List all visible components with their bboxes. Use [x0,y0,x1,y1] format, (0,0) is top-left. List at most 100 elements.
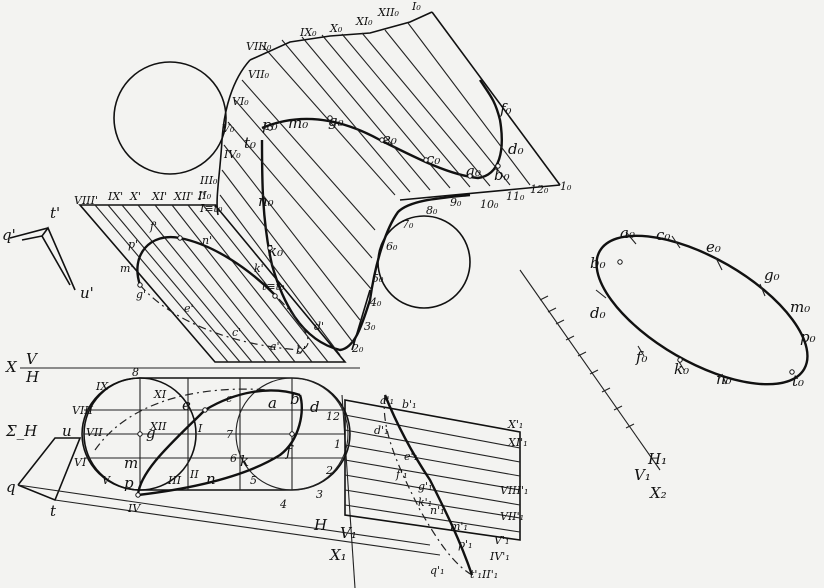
label-ell-f0: f₀ [635,348,648,366]
label-c: c [226,392,232,405]
label-2: 2 [325,464,333,477]
label-8: 8 [132,366,139,379]
label-3: 3 [316,488,323,501]
label-a: a [268,394,277,412]
label-v0: V₀ [222,122,235,135]
label-n-prime: n' [202,234,212,247]
front-view [9,204,347,363]
label-f: f [285,442,294,460]
label-iii: III [167,474,182,487]
label-n1-prime: n'₁ [430,504,445,517]
label-b: b [290,390,300,408]
label-x-prime: X' [129,190,141,203]
label-axis-h: H [25,368,40,386]
label-ell-k0: k₀ [674,360,689,378]
label-10-0: 10₀ [480,198,499,211]
label-t: t [50,502,57,520]
label-t1-prime: t'₁ [470,568,482,581]
label-iv1-roman: IV'₁ [489,550,510,563]
label-12-0: 12₀ [530,183,549,196]
label-t-prime: t' [50,204,60,222]
label-d1-prime: d'₁ [374,424,388,437]
label-q: q [6,478,16,496]
label-iv: IV [127,502,141,515]
label-3-0: 3₀ [364,320,376,333]
labels: VIII₀ IX₀ X₀ XI₀ XII₀ I₀ VII₀ VI₀ V₀ IV₀… [2,0,816,581]
label-9-0: 9₀ [450,196,462,209]
label-p: p [124,474,134,492]
label-p1-prime: p'₁ [458,538,472,551]
label-axis-v: V [26,350,39,368]
label-xi0: XI₀ [355,15,373,28]
label-u: u [62,422,72,440]
label-g1-prime: g'₁ [418,480,432,493]
label-q1-prime: q'₁ [430,564,444,577]
label-q-prime: q' [2,226,16,244]
label-g: g [146,424,156,442]
label-axis-x1: X₁ [329,546,347,564]
label-ell-n0: n₀ [716,370,732,388]
label-b1-prime: b'₁ [402,398,416,411]
label-m0: m₀ [288,114,308,132]
label-iii0: III₀ [199,174,218,187]
label-viii: VIII [72,404,94,417]
label-ii1-roman: II'₁ [481,568,498,581]
label-u-prime: u' [80,284,94,302]
label-ii: II [189,468,199,481]
label-k1-prime: k'₁ [418,496,432,509]
label-b0: b₀ [494,166,510,184]
label-v1-roman: V'₁ [494,534,509,547]
label-5-0: 5₀ [372,272,384,285]
label-7: 7 [226,428,233,441]
label-xi: XI [153,388,167,401]
label-xi1-roman: XI'₁ [507,436,528,449]
label-1-0: 1₀ [560,180,572,193]
label-g-prime: g' [136,288,146,301]
label-p-prime: p' [128,238,138,251]
label-c0: c₀ [426,150,440,168]
label-vii0: VII₀ [248,68,270,81]
label-d0: d₀ [508,140,524,158]
label-ix-prime: IX' [107,190,123,203]
label-ell-m0: m₀ [790,298,810,316]
label-k-prime: k' [254,262,264,275]
label-vi0: VI₀ [232,95,249,108]
label-x0: X₀ [329,22,343,35]
label-d: d [310,398,320,416]
label-axis-v1: V₁ [340,524,357,542]
label-ell-g0: g₀ [764,266,780,284]
label-axis-x: X [5,358,18,376]
label-ix: IX [95,380,109,393]
label-ell-b0: b₀ [590,254,606,272]
label-ii0: II₀ [197,189,212,202]
label-1: 1 [334,438,341,451]
true-shape-ellipse [519,231,809,471]
label-f1-prime: f'₁ [395,468,408,481]
label-viii1-roman: VIII'₁ [500,484,528,497]
label-12: 12 [326,410,340,423]
label-iv0: IV₀ [223,148,241,161]
developed-surface [113,11,561,356]
label-t0: t₀ [244,134,256,152]
label-6: 6 [230,452,237,465]
label-a1-prime: a'₁ [380,394,394,407]
label-ell-e0: e₀ [706,238,721,256]
label-viii0: VIII₀ [246,40,272,53]
label-i0-top: I₀ [411,0,421,13]
label-ell-p0: p₀ [800,328,816,346]
label-e: e [182,396,191,414]
label-xii: XII [149,420,167,433]
label-5: 5 [250,474,257,487]
label-viii-prime: VIII' [74,194,98,207]
right-projection [341,394,521,588]
label-n: n [206,470,216,488]
label-ell-a0: a₀ [620,224,635,242]
label-k0: k₀ [268,242,283,260]
label-f0: f₀ [499,100,512,118]
label-axis-v1-right: V₁ [634,466,651,484]
label-axis-x2: X₂ [649,484,667,502]
label-axis-h1: H₁ [647,450,667,468]
label-vi: VI [74,456,87,469]
